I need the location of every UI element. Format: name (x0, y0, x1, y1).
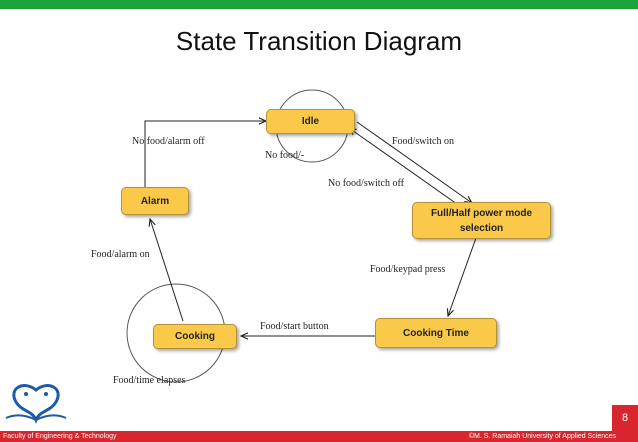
state-cooking-label: Cooking (175, 331, 215, 342)
state-power-mode-selection-label: Full/Half power mode selection (430, 207, 533, 234)
label-selection-to-idle: No food/switch off (328, 178, 404, 189)
state-cooking-time: Cooking Time (375, 318, 497, 348)
arrow-idle-to-selection (356, 121, 472, 203)
state-power-mode-selection: Full/Half power mode selection (412, 202, 551, 239)
state-alarm: Alarm (121, 187, 189, 215)
label-cooking-time-to-cooking: Food/start button (260, 321, 329, 332)
footer-copyright: ©M. S. Ramaiah University of Applied Sci… (468, 433, 616, 440)
state-idle-label: Idle (301, 116, 320, 127)
state-cooking-time-label: Cooking Time (403, 327, 469, 339)
arrow-alarm-to-idle (144, 121, 266, 187)
label-cooking-to-alarm: Food/alarm on (91, 249, 150, 260)
label-selection-to-cooking-time: Food/keypad press (370, 264, 446, 275)
swan-logo-icon (5, 384, 67, 425)
arrow-cooking-to-alarm (150, 219, 184, 322)
footer-faculty: Faculty of Engineering & Technology (3, 433, 117, 440)
top-accent-bar (0, 0, 638, 9)
slide-title: State Transition Diagram (175, 26, 463, 56)
university-logo (2, 380, 70, 426)
page-number: 8 (612, 405, 638, 431)
footer-bar: Faculty of Engineering & Technology ©M. … (0, 431, 638, 442)
label-idle-to-selection: Food/switch on (392, 136, 454, 147)
state-idle: Idle (266, 109, 355, 134)
label-cooking-self: Food/time elapses (113, 375, 186, 386)
arrow-selection-to-idle (349, 128, 465, 210)
state-alarm-label: Alarm (140, 195, 170, 207)
arrow-selection-to-cooking-time (448, 237, 477, 316)
label-alarm-to-idle: No food/alarm off (132, 136, 205, 147)
label-idle-self: No food/- (265, 150, 305, 161)
state-cooking: Cooking (153, 324, 237, 349)
